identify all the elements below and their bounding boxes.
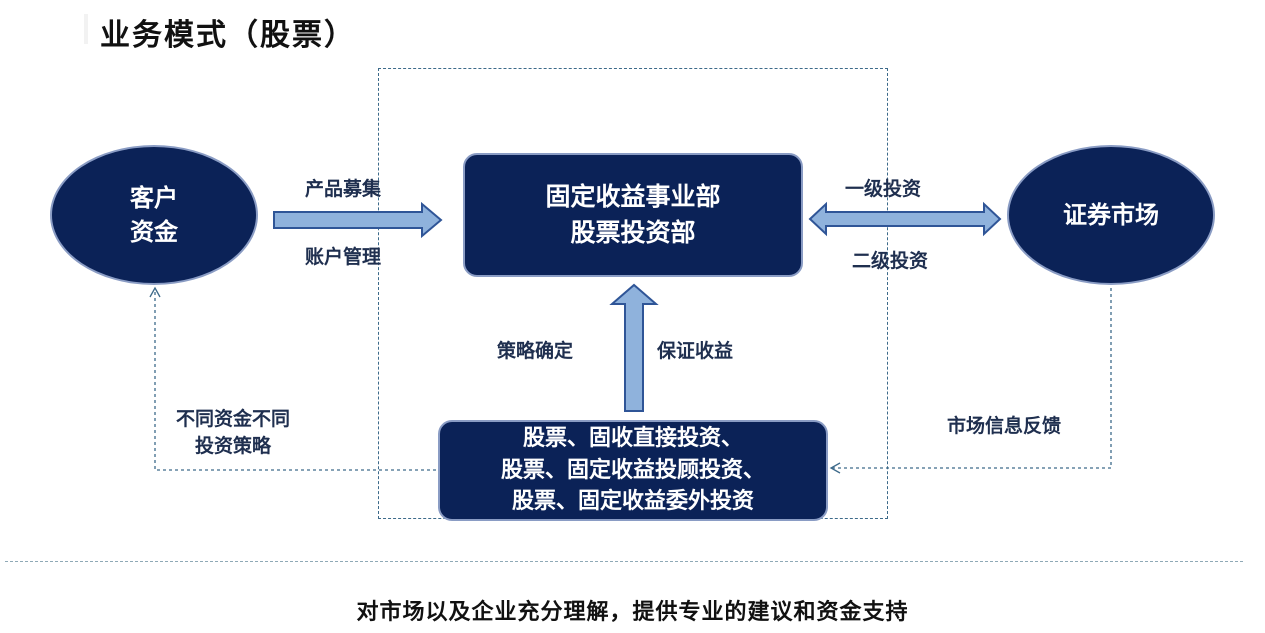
arrow-department-market xyxy=(808,201,1002,237)
arrow-investments-to-department xyxy=(609,283,659,412)
bottom-divider xyxy=(5,561,1243,562)
department-line-2: 股票投资部 xyxy=(570,218,696,247)
dashed-feedback-client xyxy=(149,286,436,471)
securities-market-label: 证券市场 xyxy=(1063,200,1159,230)
label-market-feedback: 市场信息反馈 xyxy=(947,415,1062,437)
label-product-raising: 产品募集 xyxy=(305,178,382,200)
dashed-feedback-market xyxy=(829,288,1112,474)
label-account-management: 账户管理 xyxy=(305,246,382,268)
client-funds-line-1: 客户 xyxy=(130,183,178,213)
label-strategy-confirm: 策略确定 xyxy=(497,340,574,362)
department-line-1: 固定收益事业部 xyxy=(545,181,721,211)
investments-line-2: 股票、固定收益投顾投资、 xyxy=(500,456,765,483)
label-secondary-investment: 二级投资 xyxy=(852,250,929,272)
label-primary-investment: 一级投资 xyxy=(845,178,922,200)
label-different-strategies-line-2: 投资策略 xyxy=(195,434,272,457)
page-title: 业务模式（股票） xyxy=(100,18,356,53)
investments-line-3: 股票、固定收益委外投资 xyxy=(511,488,754,515)
client-funds-node: 客户 资金 xyxy=(50,145,258,285)
footer-statement: 对市场以及企业充分理解，提供专业的建议和资金支持 xyxy=(356,599,909,625)
investments-line-1: 股票、固收直接投资、 xyxy=(522,424,743,451)
arrow-client-to-department xyxy=(273,201,443,239)
client-funds-line-2: 资金 xyxy=(130,217,178,246)
label-different-strategies-line-1: 不同资金不同 xyxy=(176,408,291,430)
department-node: 固定收益事业部 股票投资部 xyxy=(463,153,803,277)
investments-node: 股票、固收直接投资、 股票、固定收益投顾投资、 股票、固定收益委外投资 xyxy=(438,420,828,521)
label-different-strategies: 不同资金不同 投资策略 xyxy=(176,406,290,459)
securities-market-node: 证券市场 xyxy=(1007,145,1215,285)
label-guaranteed-return: 保证收益 xyxy=(657,340,734,362)
title-accent-bar xyxy=(84,14,88,44)
